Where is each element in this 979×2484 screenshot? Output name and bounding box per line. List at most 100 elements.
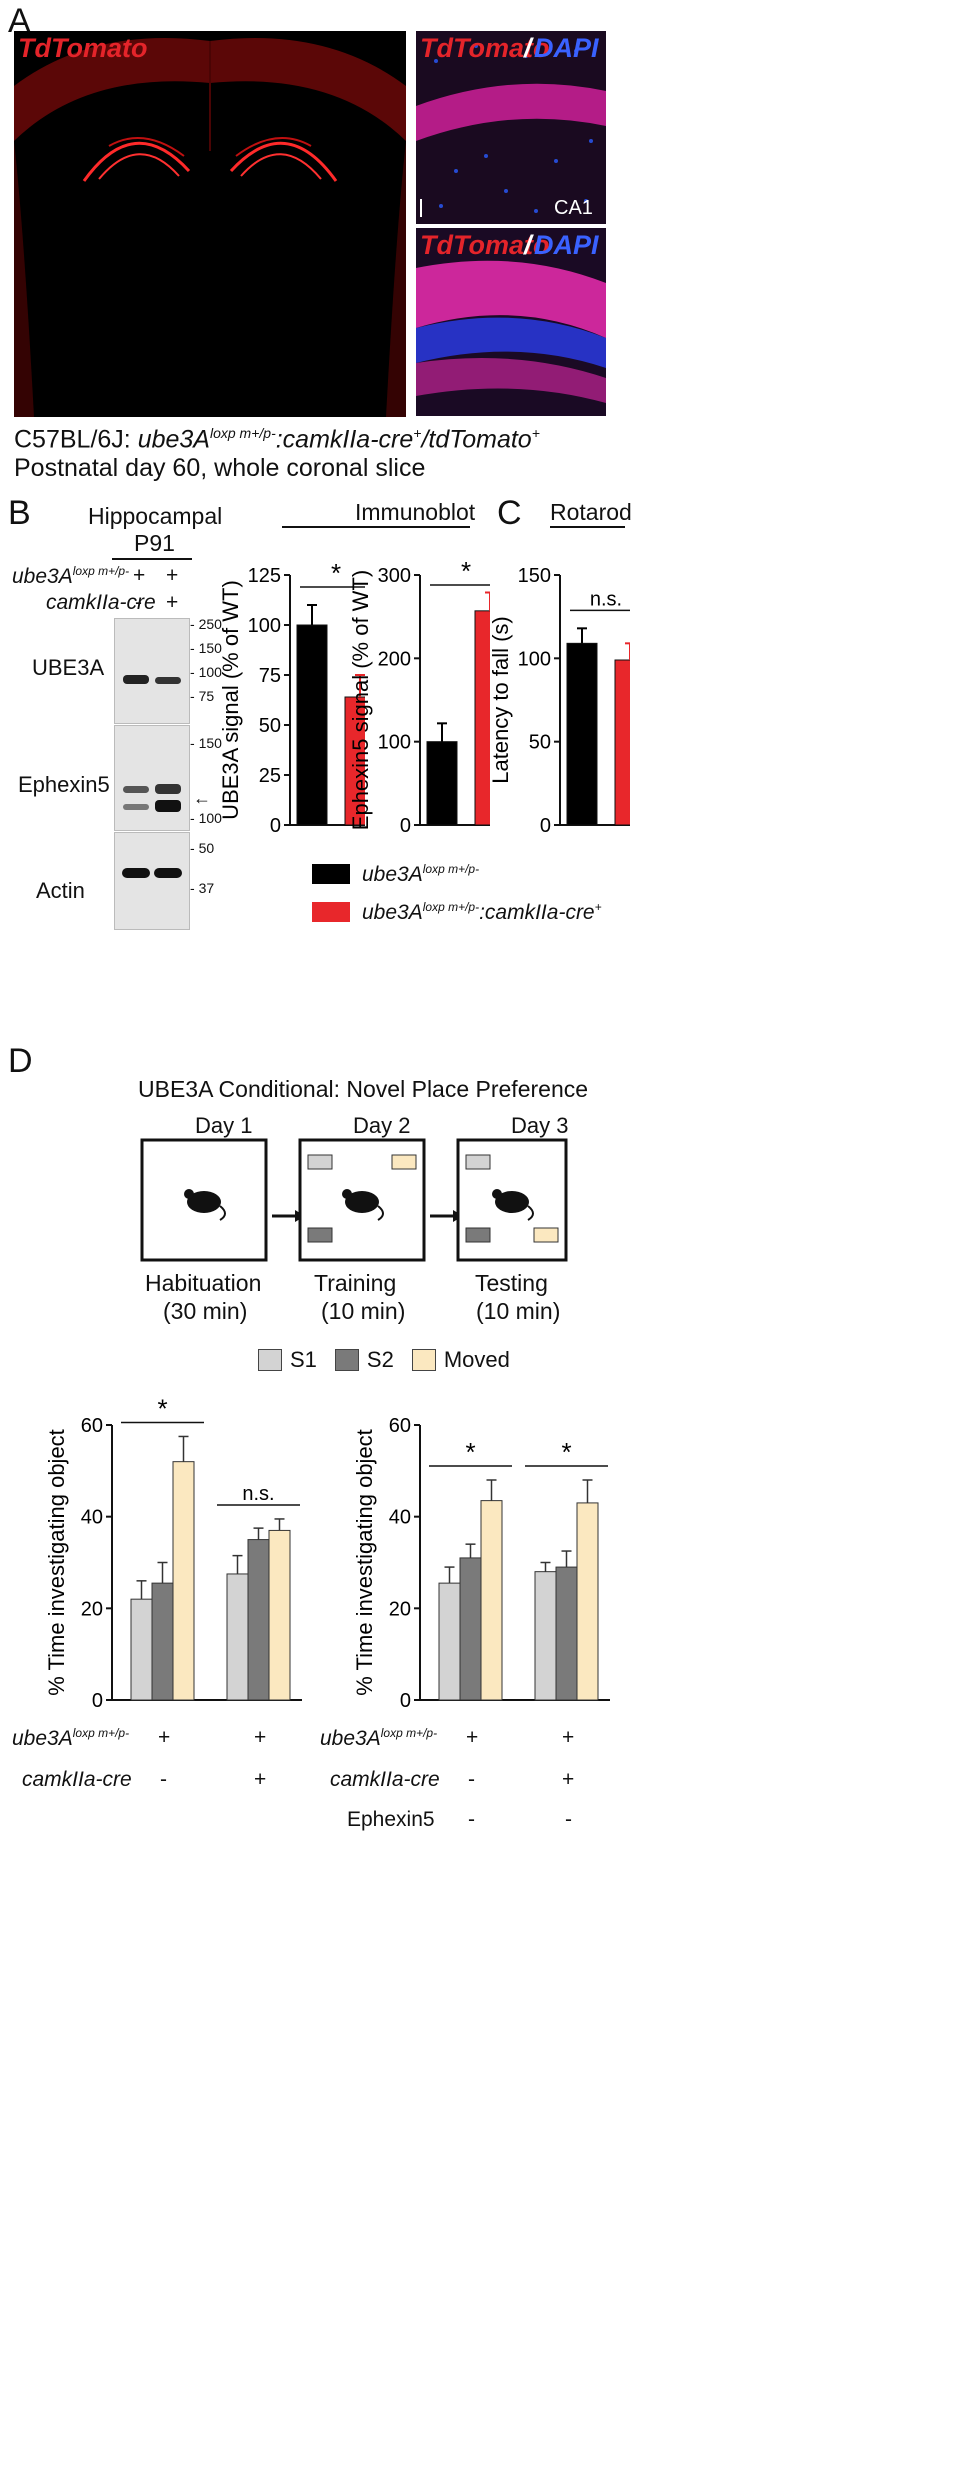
scale-bar: [420, 199, 422, 217]
bar: [474, 610, 490, 826]
ephexin5-mw-100: - 100: [190, 810, 222, 826]
significance-label: n.s.: [590, 588, 622, 610]
rotarod-title: Rotarod: [550, 499, 632, 525]
y-axis-label: % Time investigating object: [44, 1429, 69, 1696]
day-1-label: Day 1: [195, 1113, 253, 1138]
d-right-row3-label: Ephexin5: [347, 1808, 435, 1831]
legend-item-wt: ube3Aloxp m+/p-: [312, 858, 602, 890]
y-tick-label: 25: [259, 765, 281, 787]
bar: [566, 642, 598, 826]
caption-tail: /tdTomato: [421, 425, 532, 454]
object-moved: [533, 1227, 559, 1243]
caption-plus1: +: [413, 425, 422, 441]
d-left-row2-label: camkIIa-cre: [22, 1768, 132, 1791]
object-moved: [391, 1154, 417, 1170]
legend-plus: +: [594, 899, 602, 914]
y-tick-label: 100: [378, 732, 411, 754]
legend-label-s2: S2: [366, 1347, 394, 1372]
legend-sup: loxp m+/p-: [422, 861, 480, 876]
object-s1: [307, 1154, 333, 1170]
coronal-slice-drawing: [14, 38, 406, 417]
significance-label: *: [465, 1437, 475, 1467]
blot-row1-mark-2: +: [166, 564, 179, 587]
bar: [614, 659, 630, 826]
y-tick-label: 40: [389, 1507, 411, 1529]
y-axis-label: Ephexin5 signal (% of WT): [350, 570, 373, 830]
panel-a-caption-line1: C57BL/6J: ube3Aloxp m+/p-:camkIIa-cre+/t…: [14, 425, 540, 454]
dentate-gyrus-image: TdTomato / DAPI: [416, 228, 606, 416]
blot-row1-label: ube3Aloxp m+/p-: [12, 564, 129, 589]
ube3a-blot-label: UBE3A: [32, 655, 105, 680]
panel-d-title: UBE3A Conditional: Novel Place Preferenc…: [138, 1076, 589, 1102]
legend-gene: ube3A: [362, 900, 423, 924]
y-tick-label: 100: [518, 648, 551, 670]
bar: [480, 1500, 503, 1701]
dapi-label-dg: DAPI: [534, 230, 599, 260]
mw-marker: - 100: [190, 664, 222, 680]
y-tick-label: 20: [389, 1598, 411, 1620]
panel-a-caption-line2: Postnatal day 60, whole coronal slice: [14, 454, 426, 482]
row-gene: ube3A: [320, 1727, 381, 1750]
panel-letter-a: A: [8, 2, 31, 40]
actin-mw-50: - 50: [190, 840, 215, 856]
blot-title-underline: [112, 558, 192, 560]
y-axis-label: UBE3A signal (% of WT): [218, 580, 243, 820]
mouse-icon: [342, 1189, 384, 1221]
d-right-row2-mark-2: +: [562, 1768, 575, 1791]
bar: [296, 624, 328, 826]
bar: [130, 1598, 153, 1701]
bar: [534, 1571, 557, 1701]
day-2-label: Day 2: [353, 1113, 411, 1138]
phase-testing: Testing: [475, 1270, 548, 1296]
object-s2: [307, 1227, 333, 1243]
ube3a-band-1: [123, 675, 149, 684]
legend-item-cko: ube3Aloxp m+/p-:camkIIa-cre+: [312, 896, 602, 928]
d-right-row2-mark-1: -: [468, 1768, 475, 1791]
day-3-label: Day 3: [511, 1113, 569, 1138]
bar: [555, 1566, 578, 1701]
bar: [426, 741, 458, 826]
dapi-label-ca1: DAPI: [534, 33, 599, 63]
d-left-row1-mark-1: +: [158, 1726, 171, 1749]
mw-marker: - 150: [190, 640, 222, 656]
tdtomato-label-dg: TdTomato: [420, 230, 550, 260]
y-axis-label: Latency to fall (s): [490, 616, 513, 784]
ube3a-blot: [114, 618, 190, 724]
ephexin5-band-1b: [123, 804, 149, 810]
y-tick-label: 200: [378, 648, 411, 670]
mw-75: 75: [198, 688, 215, 704]
blot-row2-mark-2: +: [166, 591, 179, 614]
significance-label: n.s.: [242, 1483, 274, 1505]
coronal-slice-image: TdTomato: [14, 31, 406, 417]
d-right-row3-mark-2: -: [565, 1808, 572, 1831]
d-right-row1-mark-1: +: [466, 1726, 479, 1749]
immunoblot-underline: [282, 526, 470, 528]
ephexin5-blot-label: Ephexin5: [18, 772, 110, 797]
caption-sup: loxp m+/p-: [209, 425, 276, 441]
mw-100: 100: [198, 664, 222, 680]
blot-title-p91: P91: [134, 530, 175, 556]
ube3a-mw-markers: - 250 - 150 - 100 - 75: [190, 612, 222, 708]
legend-rest: :camkIIa-cre: [479, 900, 595, 924]
rotarod-underline: [550, 526, 625, 528]
arena-schematics: [140, 1138, 568, 1262]
y-tick-label: 150: [518, 565, 551, 587]
blot-row1-mark-1: +: [133, 564, 146, 587]
panel-letter-b: B: [8, 494, 31, 532]
d-right-row1-label: ube3Aloxp m+/p-: [320, 1726, 437, 1751]
object-legend: S1 S2 Moved: [258, 1347, 510, 1373]
panel-letter-d: D: [8, 1042, 33, 1080]
d-right-row2-label: camkIIa-cre: [330, 1768, 440, 1791]
tdtomato-label: TdTomato: [18, 33, 148, 63]
d-left-row1-label: ube3Aloxp m+/p-: [12, 1726, 129, 1751]
row-gene: ube3A: [12, 1727, 73, 1750]
blot-row2-label: camkIIa-cre: [46, 591, 156, 614]
actin-band-1: [122, 868, 150, 878]
significance-label: *: [461, 556, 471, 586]
y-tick-label: 75: [259, 665, 281, 687]
significance-label: *: [331, 558, 341, 588]
bar: [151, 1582, 174, 1701]
region-label: CA1: [554, 197, 593, 219]
row1-sup: loxp m+/p-: [72, 564, 130, 578]
